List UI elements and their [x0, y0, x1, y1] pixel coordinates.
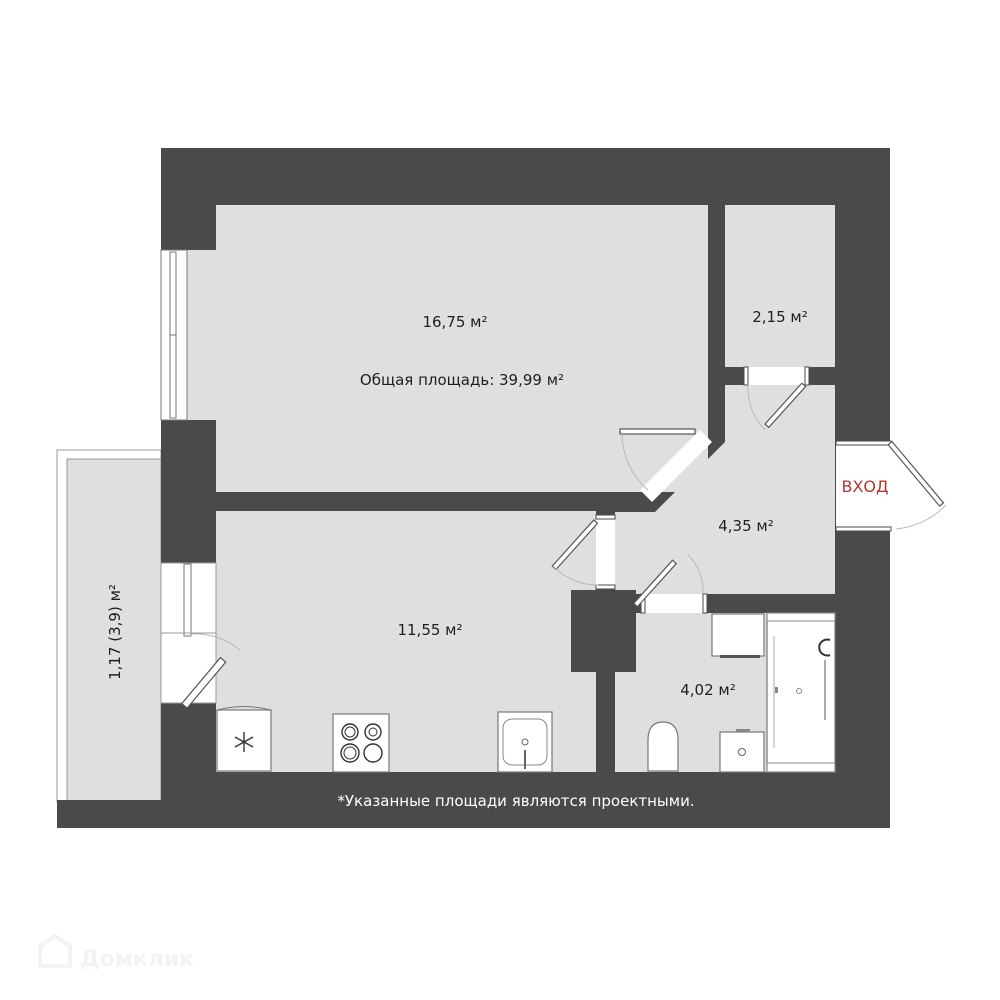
bathroom-door[interactable]: [632, 554, 708, 614]
total-area-label: Общая площадь: 39,99 м²: [360, 371, 564, 389]
toilet-icon: [647, 721, 679, 772]
room-floors: [186, 205, 835, 772]
footnote: *Указанные площади являются проектными.: [337, 792, 694, 810]
window-kitchen: [160, 562, 217, 704]
storage-door[interactable]: [743, 366, 810, 431]
living-room-door[interactable]: [619, 428, 712, 502]
balcony-area: 1,17 (3,9) м²: [106, 584, 124, 680]
refrigerator-icon: [216, 706, 272, 772]
shower-cabin-icon: [766, 612, 836, 773]
stove-icon: [332, 713, 390, 773]
storage-floor: [725, 205, 835, 367]
watermark-text: Домклик: [80, 947, 194, 972]
kitchen-sink-icon: [497, 711, 553, 773]
window-living-room: [160, 249, 188, 421]
entrance-label: ВХОД: [841, 477, 888, 496]
storage-area: 2,15 м²: [752, 308, 808, 326]
washing-machine-icon: [711, 613, 765, 658]
kitchen-door[interactable]: [551, 514, 616, 590]
living-room-floor: [216, 205, 708, 492]
living-room-area: 16,75 м²: [422, 313, 487, 331]
domclick-watermark: Домклик: [38, 933, 194, 972]
bathroom-area: 4,02 м²: [680, 681, 736, 699]
entrance-door[interactable]: [835, 440, 947, 532]
hallway-floor: [615, 385, 835, 594]
balcony-door[interactable]: [180, 633, 241, 709]
kitchen-area: 11,55 м²: [397, 621, 462, 639]
bathroom-sink-icon: [719, 729, 765, 773]
balcony: [56, 449, 162, 828]
hallway-area: 4,35 м²: [718, 517, 774, 535]
